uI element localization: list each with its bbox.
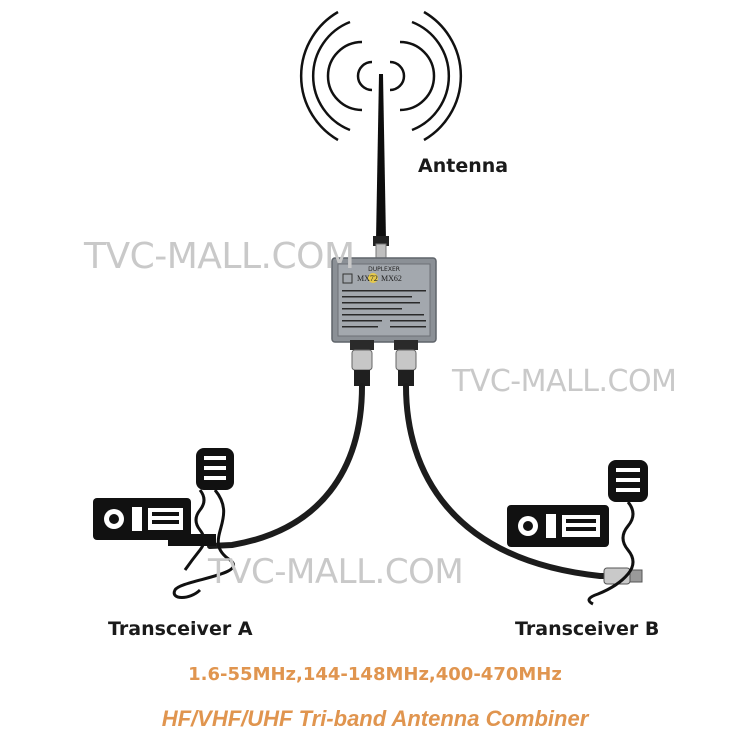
watermark-3: TVC-MALL.COM xyxy=(208,552,464,592)
device-model-left: MX72 xyxy=(357,274,378,283)
transceiver-b-icon xyxy=(507,460,648,606)
duplexer-device: DUPLEXER MX72 MX62 xyxy=(331,257,437,343)
antenna-label: Antenna xyxy=(418,155,509,177)
device-brand-text: DUPLEXER xyxy=(368,266,400,273)
frequency-bands-text: 1.6-55MHz,144-148MHz,400-470MHz xyxy=(188,664,562,685)
watermark-2: TVC-MALL.COM xyxy=(452,364,677,399)
watermark-1: TVC-MALL.COM xyxy=(84,236,355,277)
connector-right xyxy=(394,340,418,386)
transceiver-a-icon xyxy=(93,448,235,599)
transceiver-a-label: Transceiver A xyxy=(108,618,253,640)
antenna-whip xyxy=(373,74,389,259)
device-model-right: MX62 xyxy=(381,274,402,283)
radio-waves-icon xyxy=(299,10,463,142)
connector-left xyxy=(350,340,374,386)
transceiver-b-label: Transceiver B xyxy=(515,618,660,640)
coax-cables xyxy=(207,383,623,579)
product-title: HF/VHF/UHF Tri-band Antenna Combiner xyxy=(161,706,589,731)
plug-b-tip xyxy=(629,569,643,583)
